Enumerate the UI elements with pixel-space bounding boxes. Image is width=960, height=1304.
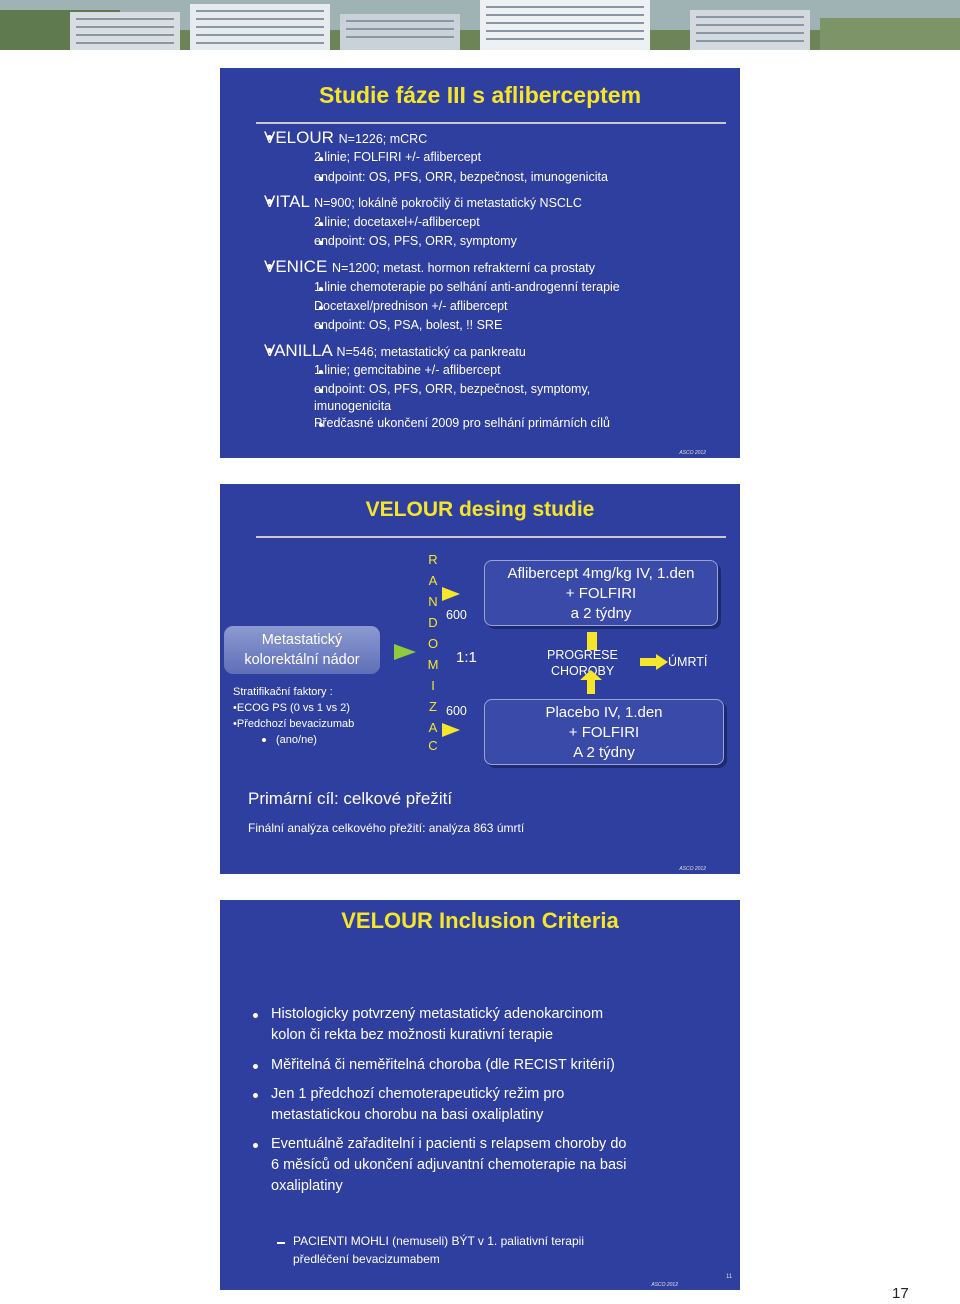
slide-title: VELOUR desing studie: [365, 498, 595, 521]
strat-item: •ECOG PS (0 vs 1 vs 2): [233, 702, 350, 714]
study-heading-venice: VENICE N=1200; metast. hormon refraktern…: [264, 257, 596, 276]
arm-line: Aflibercept 4mg/kg IV, 1.den: [507, 565, 695, 582]
list-item: endpoint: OS, PFS, ORR, bezpečnost, imun…: [314, 170, 608, 184]
population-line: kolorektální nádor: [244, 652, 360, 668]
criterion-line: Eventuálně zařaditelní i pacienti s rela…: [271, 1136, 627, 1152]
list-item: endpoint: OS, PFS, ORR, symptomy: [314, 234, 517, 248]
bullet-icon: [319, 157, 323, 161]
list-item: endpoint: OS, PFS, ORR, bezpečnost, symp…: [314, 382, 591, 396]
n-top: 600: [446, 608, 467, 622]
arrow-down-icon: [587, 632, 597, 650]
progrese-label: CHOROBY: [551, 664, 615, 678]
criterion-line: Měřitelná či neměřitelná choroba (dle RE…: [271, 1057, 615, 1073]
arm-line: Placebo IV, 1.den: [545, 704, 663, 721]
primary-endpoint: Primární cíl: celkové přežití: [248, 789, 453, 808]
buildings-image: [0, 0, 960, 50]
criterion-line: metastatickou chorobu na basi oxaliplati…: [271, 1107, 544, 1123]
sub-note: předléčení bevacizumabem: [293, 1252, 440, 1266]
arrow-right-icon: [394, 644, 416, 660]
bullet-icon: [319, 222, 323, 226]
population-line: Metastatický: [261, 632, 343, 648]
bullet-icon: [319, 325, 323, 329]
list-item: 2.linie; FOLFIRI +/- aflibercept: [314, 150, 482, 164]
bullet-icon: [267, 264, 272, 269]
list-item: 2.linie; docetaxel+/-aflibercept: [314, 215, 480, 229]
bullet-icon: [319, 389, 323, 393]
randomize-letter: D: [428, 615, 438, 630]
bullet-icon: [319, 287, 323, 291]
bullet-icon: [253, 1093, 258, 1098]
study-heading-velour: VELOUR N=1226; mCRC: [264, 128, 428, 147]
study-heading-vanilla: VANILLA N=546; metastatický ca pankreatu: [264, 341, 526, 360]
final-analysis: Finální analýza celkového přežití: analý…: [248, 821, 525, 835]
header-banner-photo: [0, 0, 960, 50]
bullet-icon: [319, 370, 323, 374]
strat-item: •Předchozí bevacizumab: [233, 718, 355, 730]
dash-icon: [277, 1242, 285, 1244]
list-item: endpoint: OS, PSA, bolest, !! SRE: [314, 318, 503, 332]
criterion-line: Histologicky potvrzený metastatický aden…: [271, 1006, 604, 1022]
arm-placebo-box: Placebo IV, 1.den + FOLFIRI A 2 týdny: [484, 699, 724, 765]
slide-credit: ASCO 2012: [679, 450, 706, 456]
progrese-label: PROGRESE: [547, 648, 618, 662]
strat-item: (ano/ne): [276, 734, 317, 746]
randomize-letter: N: [428, 594, 438, 609]
criterion-line: kolon či rekta bez možnosti kurativní te…: [271, 1027, 554, 1043]
bullet-icon: [319, 423, 323, 427]
strat-label: Stratifikační faktory :: [233, 686, 333, 698]
bullet-icon: [319, 177, 323, 181]
criterion-line: 6 měsíců od ukončení adjuvantní chemoter…: [271, 1157, 627, 1173]
arm-line: + FOLFIRI: [568, 724, 640, 741]
slide-credit: ASCO 2012: [679, 866, 706, 872]
arm-line: A 2 týdny: [573, 744, 635, 761]
criterion-line: Jen 1 předchozí chemoterapeutický režim …: [271, 1086, 565, 1102]
list-item: 1.linie; gemcitabine +/- aflibercept: [314, 363, 501, 377]
umrti-label: ÚMRTÍ: [668, 655, 708, 669]
bullet-icon: [253, 1064, 258, 1069]
n-bottom: 600: [446, 704, 467, 718]
list-item: 1.linie chemoterapie po selhání anti-and…: [314, 280, 620, 294]
list-item: Docetaxel/prednison +/- aflibercept: [314, 299, 508, 313]
list-item: Předčasné ukončení 2009 pro selhání prim…: [314, 416, 611, 430]
randomize-letter: Z: [429, 699, 437, 714]
randomize-letter: A: [428, 573, 438, 588]
slide-velour-design: VELOUR desing studie R A N D O M I Z A C…: [220, 484, 740, 874]
page-number: 17: [892, 1285, 909, 1302]
arrow-right-icon: [442, 723, 460, 737]
list-item-continuation: imunogenicita: [314, 399, 392, 413]
slide-credit: ASCO 2012: [651, 1282, 678, 1288]
randomize-letter: M: [427, 657, 439, 672]
criterion-line: oxaliplatiny: [271, 1178, 343, 1194]
arrow-right-icon: [442, 587, 460, 601]
bullet-icon: [253, 1013, 258, 1018]
slide-title: VELOUR Inclusion Criteria: [341, 908, 619, 933]
bullet-icon: [267, 348, 272, 353]
study-heading-vital: VITAL N=900; lokálně pokročilý či metast…: [264, 192, 582, 211]
slide-phase3-studies: Studie fáze III s afliberceptem VELOUR N…: [220, 68, 740, 458]
arm-line: + FOLFIRI: [565, 585, 637, 602]
bullet-icon: [319, 241, 323, 245]
bullet-icon: [253, 1143, 258, 1148]
arrow-up-icon: [580, 670, 602, 694]
slide-number: 11: [726, 1274, 733, 1280]
population-box: Metastatický kolorektální nádor: [224, 626, 380, 674]
randomize-letter: O: [427, 636, 439, 651]
randomize-letter: A: [428, 720, 438, 735]
bullet-icon: [267, 135, 272, 140]
arrow-right-icon: [640, 654, 668, 670]
arm-aflibercept-box: Aflibercept 4mg/kg IV, 1.den + FOLFIRI a…: [484, 560, 718, 626]
sub-note: PACIENTI MOHLI (nemuseli) BÝT v 1. palia…: [293, 1234, 584, 1248]
randomize-letter: C: [428, 738, 438, 753]
randomize-letter: R: [428, 552, 438, 567]
bullet-icon: [262, 738, 266, 742]
arm-line: a 2 týdny: [570, 605, 632, 622]
ratio: 1:1: [456, 649, 477, 666]
bullet-icon: [319, 306, 323, 310]
title-divider: [256, 536, 726, 538]
randomize-letter: I: [431, 678, 435, 693]
slide-velour-inclusion: VELOUR Inclusion Criteria Histologicky p…: [220, 900, 740, 1290]
slide-title: Studie fáze III s afliberceptem: [318, 82, 642, 108]
bullet-icon: [267, 199, 272, 204]
title-divider: [256, 122, 726, 124]
